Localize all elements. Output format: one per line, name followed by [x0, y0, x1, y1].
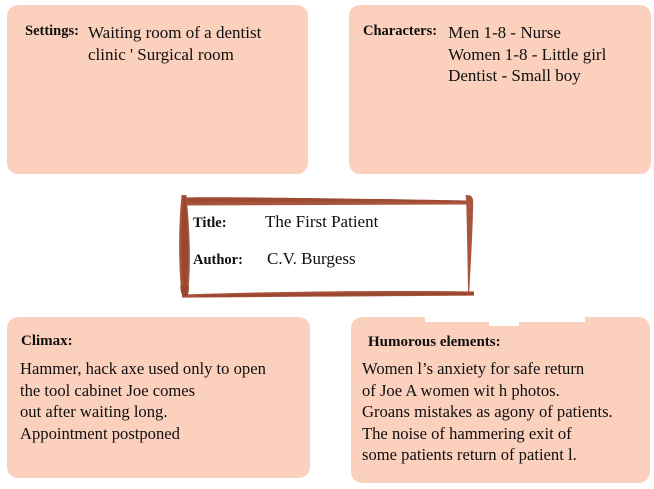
card-edge-notch — [425, 317, 489, 322]
humorous-elements-body: Women l’s anxiety for safe return of Joe… — [362, 359, 613, 464]
author-value: C.V. Burgess — [267, 249, 356, 268]
characters-value: Men 1-8 - Nurse Women 1-8 - Little girl … — [448, 23, 607, 85]
title-value: The First Patient — [265, 212, 379, 231]
characters-card: Characters: Men 1-8 - Nurse Women 1-8 - … — [349, 5, 651, 174]
settings-card: Settings: Waiting room of a dentist clin… — [7, 5, 308, 174]
brush-frame-icon — [179, 195, 474, 298]
title-panel-paper — [180, 198, 472, 294]
humorous-elements-card: Humorous elements: Women l’s anxiety for… — [351, 317, 650, 483]
settings-row: Settings: Waiting room of a dentist clin… — [25, 22, 261, 65]
card-edge-notch — [519, 317, 585, 322]
settings-value: Waiting room of a dentist clinic ' Surgi… — [87, 23, 262, 64]
title-label: Title: — [193, 215, 227, 231]
title-panel: Title: The First Patient Author: C.V. Bu… — [168, 190, 486, 305]
settings-label: Settings: — [25, 23, 79, 39]
climax-body: Hammer, hack axe used only to open the t… — [20, 359, 266, 443]
title-row: Title: The First Patient — [193, 212, 463, 249]
author-row: Author: C.V. Burgess — [193, 249, 463, 286]
climax-card: Climax: Hammer, hack axe used only to op… — [7, 317, 310, 478]
humorous-elements-heading: Humorous elements: — [368, 334, 501, 350]
climax-heading: Climax: — [21, 333, 73, 349]
characters-row: Characters: Men 1-8 - Nurse Women 1-8 - … — [363, 22, 606, 87]
title-panel-rows: Title: The First Patient Author: C.V. Bu… — [193, 212, 463, 286]
card-edge-notch — [489, 317, 519, 326]
characters-label: Characters: — [363, 23, 438, 39]
author-label: Author: — [193, 252, 243, 268]
